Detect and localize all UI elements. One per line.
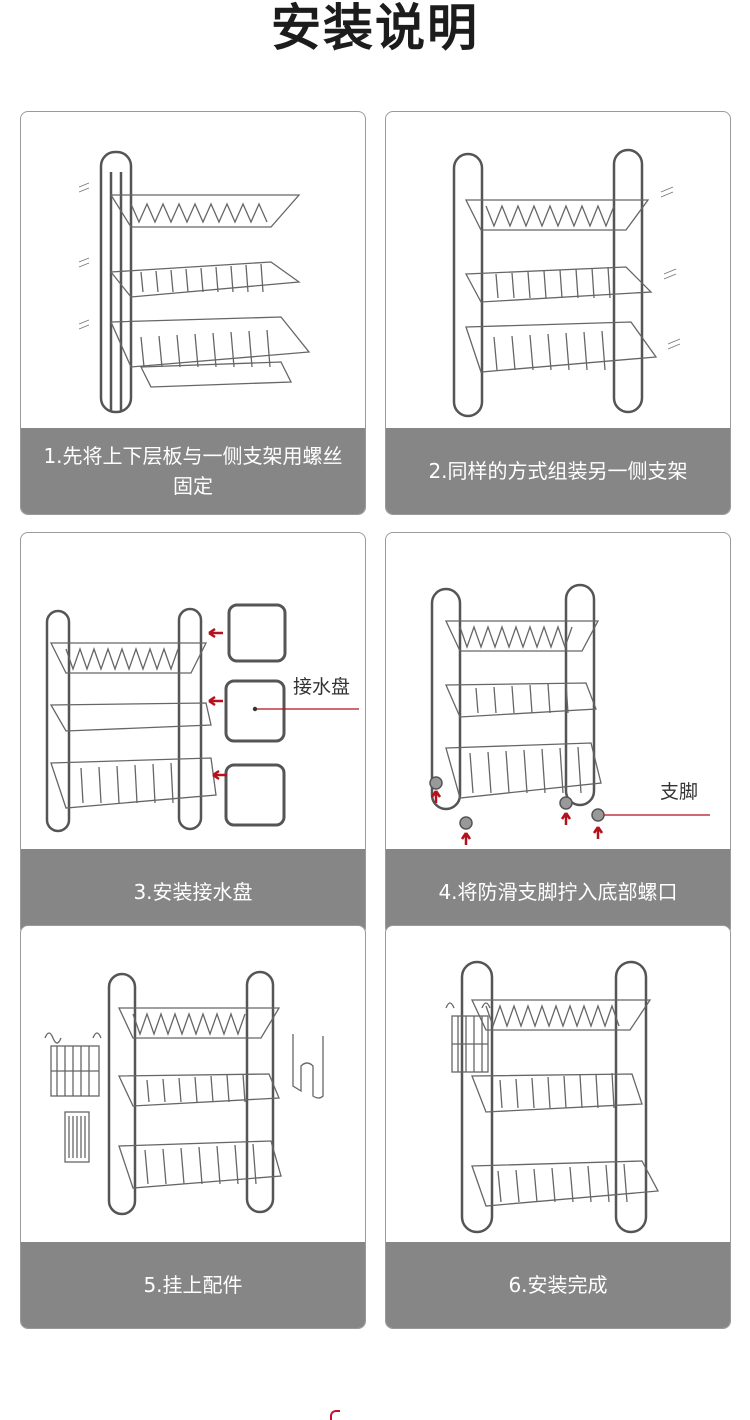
- rack-illustration-step-2: [452, 148, 681, 418]
- rack-illustration-step-5: [44, 970, 324, 1216]
- step-card-3: 接水盘 3.安装接水盘: [20, 532, 366, 936]
- step-card-5: 5.挂上配件: [20, 925, 366, 1329]
- rack-illustration-step-3: 接水盘: [45, 603, 359, 833]
- rack-illustration-step-6: [445, 960, 660, 1234]
- step-caption-6: 6.安装完成: [386, 1242, 730, 1328]
- step-card-6: 6.安装完成: [385, 925, 731, 1329]
- callout-drip-tray: 接水盘: [293, 676, 350, 698]
- step-card-4: 支脚 4.将防滑支脚拧入底部螺口: [385, 532, 731, 936]
- page-title: 安装说明: [271, 0, 479, 57]
- step-caption-4: 4.将防滑支脚拧入底部螺口: [386, 849, 730, 935]
- step-caption-3: 3.安装接水盘: [21, 849, 365, 935]
- rack-illustration-step-1: [78, 150, 311, 414]
- bottom-edge-mark: [330, 1410, 340, 1420]
- step-caption-1: 1.先将上下层板与一侧支架用螺丝固定: [21, 428, 365, 514]
- step-caption-2: 2.同样的方式组装另一侧支架: [386, 428, 730, 514]
- rack-illustration-step-4: 支脚: [429, 583, 710, 845]
- step-caption-5: 5.挂上配件: [21, 1242, 365, 1328]
- step-card-1: 1.先将上下层板与一侧支架用螺丝固定: [20, 111, 366, 515]
- callout-foot: 支脚: [660, 781, 698, 803]
- step-card-2: 2.同样的方式组装另一侧支架: [385, 111, 731, 515]
